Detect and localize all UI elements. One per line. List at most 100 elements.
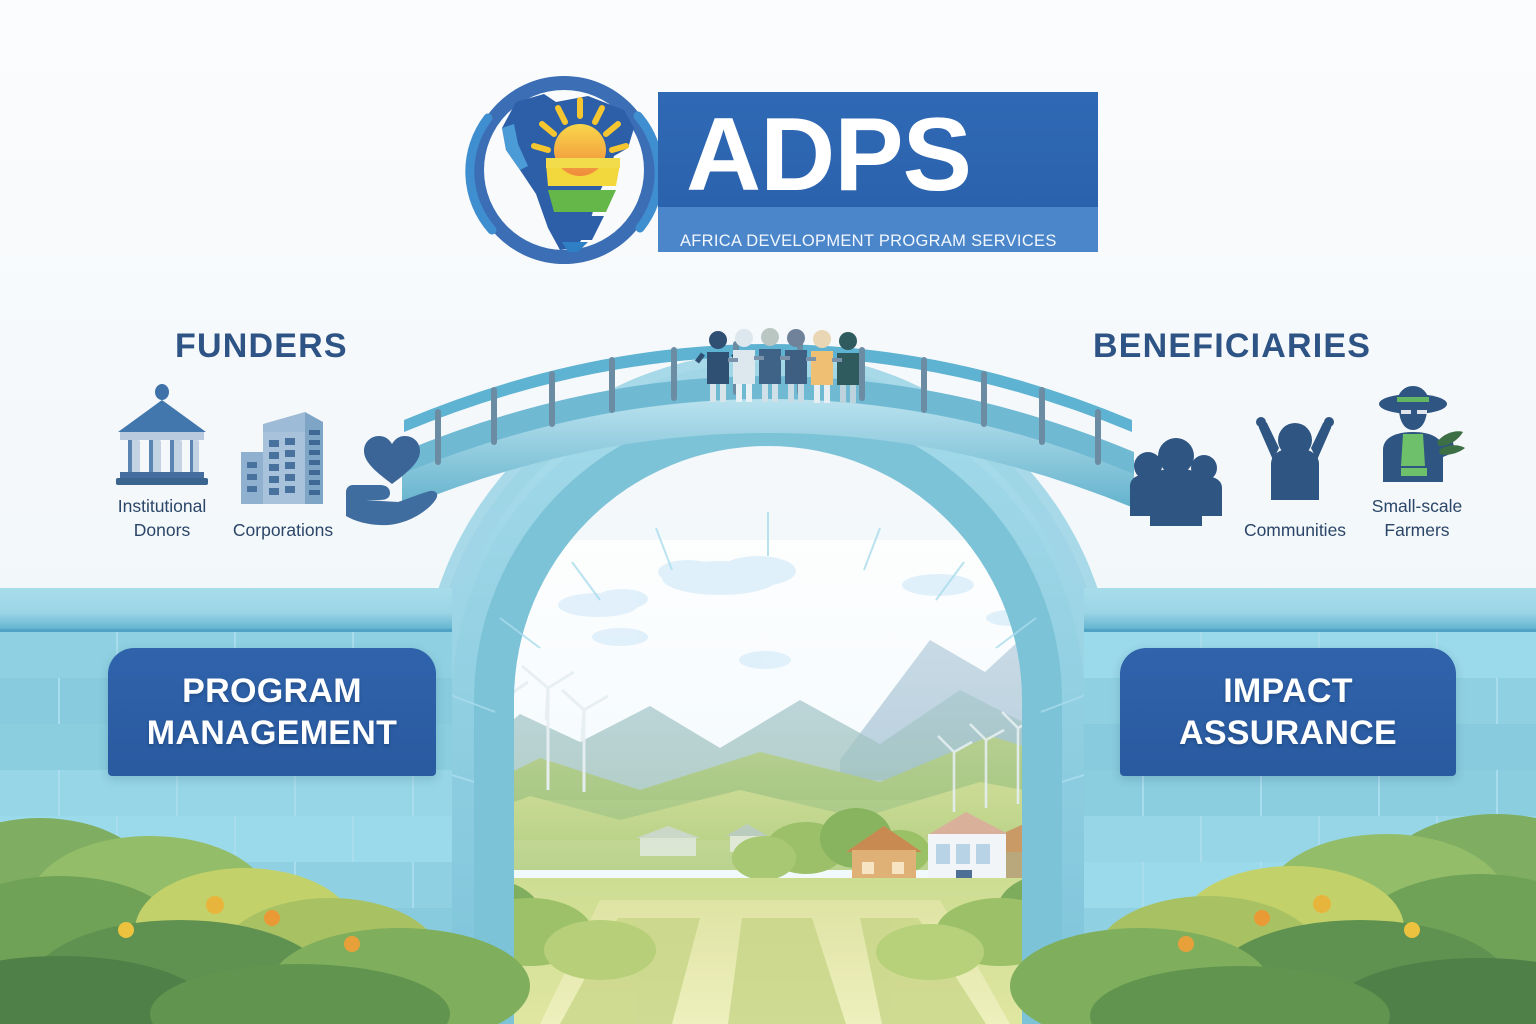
brick bbox=[1320, 816, 1438, 862]
brick bbox=[1262, 954, 1380, 1000]
brick bbox=[178, 770, 296, 816]
beneficiaries-item-farmers[interactable]: Small-scale Farmers bbox=[1356, 382, 1478, 542]
person-6 bbox=[837, 332, 859, 403]
brick bbox=[118, 816, 236, 862]
brick-row bbox=[0, 816, 452, 862]
beneficiaries-icon-row: Communities Small-s bbox=[1118, 382, 1478, 542]
brick bbox=[236, 1000, 354, 1024]
banner-impact-assurance[interactable]: IMPACT ASSURANCE bbox=[1120, 648, 1456, 776]
person-5 bbox=[811, 330, 833, 403]
beneficiaries-label-farmers: Small-scale Farmers bbox=[1371, 496, 1463, 540]
brick bbox=[354, 908, 452, 954]
brick bbox=[60, 862, 178, 908]
logo-badge-panel bbox=[658, 92, 1098, 252]
brick bbox=[178, 862, 296, 908]
brick bbox=[236, 908, 354, 954]
adps-logo[interactable]: ADPS AFRICA DEVELOPMENT PROGRAM SERVICES bbox=[448, 62, 1108, 277]
heart-in-hand-icon bbox=[340, 430, 440, 534]
brick bbox=[1380, 862, 1498, 908]
celebrating-person-icon bbox=[1245, 406, 1345, 510]
group-of-people-icon bbox=[1126, 430, 1226, 534]
brick-row bbox=[1084, 770, 1536, 816]
office-buildings-icon bbox=[233, 406, 333, 510]
brick-row bbox=[1084, 1000, 1536, 1024]
logo-tagline: AFRICA DEVELOPMENT PROGRAM SERVICES bbox=[680, 232, 1057, 250]
logo-wordmark: ADPS bbox=[686, 97, 972, 213]
brick bbox=[1262, 862, 1380, 908]
beneficiaries-heading: BENEFICIARIES bbox=[1093, 327, 1372, 365]
brick bbox=[1144, 862, 1262, 908]
brick bbox=[118, 1000, 236, 1024]
brick bbox=[1438, 908, 1536, 954]
funders-item-corporations[interactable]: Corporations bbox=[228, 406, 338, 542]
brick bbox=[60, 954, 178, 1000]
funders-icon-row: Institutional Donors bbox=[96, 382, 442, 542]
brick-row bbox=[0, 908, 452, 954]
beneficiaries-item-group[interactable] bbox=[1118, 430, 1234, 542]
brick bbox=[0, 1000, 118, 1024]
banner-program-management[interactable]: PROGRAM MANAGEMENT bbox=[108, 648, 436, 776]
brick bbox=[1320, 1000, 1438, 1024]
brick bbox=[1084, 954, 1144, 1000]
brick bbox=[236, 816, 354, 862]
brick-row bbox=[1084, 954, 1536, 1000]
railing-posts bbox=[435, 341, 1101, 465]
brick bbox=[1084, 816, 1202, 862]
brick bbox=[1084, 908, 1202, 954]
brick bbox=[414, 954, 452, 1000]
brick bbox=[1144, 770, 1262, 816]
wall-cap-left bbox=[0, 588, 452, 632]
brick bbox=[1320, 908, 1438, 954]
banner-right-label: IMPACT ASSURANCE bbox=[1178, 672, 1398, 752]
brick-row bbox=[1084, 908, 1536, 954]
linked-hands bbox=[728, 356, 842, 362]
brick bbox=[0, 908, 118, 954]
brick bbox=[1262, 770, 1380, 816]
brick bbox=[1084, 862, 1144, 908]
africa-sunrise-emblem-icon bbox=[465, 75, 664, 264]
funders-item-philanthropy[interactable] bbox=[338, 430, 442, 542]
brick bbox=[354, 1000, 452, 1024]
brick-row bbox=[0, 862, 452, 908]
bridge-deck bbox=[402, 396, 1134, 508]
farmer-with-plant-icon bbox=[1367, 382, 1467, 486]
brick bbox=[0, 954, 60, 1000]
brick-row bbox=[0, 954, 452, 1000]
person-1 bbox=[695, 331, 741, 402]
bank-institution-icon bbox=[112, 382, 212, 486]
brick bbox=[414, 770, 452, 816]
brick bbox=[1144, 954, 1262, 1000]
bridge-deck-top-edge bbox=[402, 376, 1134, 474]
brick bbox=[1498, 770, 1536, 816]
brick bbox=[1438, 816, 1536, 862]
brick bbox=[0, 816, 118, 862]
sunrise-icon bbox=[531, 97, 629, 176]
person-4 bbox=[785, 329, 807, 402]
brick bbox=[0, 724, 118, 770]
brick bbox=[178, 954, 296, 1000]
brick bbox=[1084, 1000, 1202, 1024]
brick-row bbox=[1084, 816, 1536, 862]
brick bbox=[1202, 816, 1320, 862]
beneficiaries-item-communities[interactable]: Communities bbox=[1234, 406, 1356, 542]
brick bbox=[1380, 954, 1498, 1000]
brick bbox=[60, 770, 178, 816]
brick bbox=[0, 678, 60, 724]
brick bbox=[1202, 1000, 1320, 1024]
brick bbox=[1380, 770, 1498, 816]
funders-heading: FUNDERS bbox=[175, 327, 348, 365]
brick bbox=[296, 862, 414, 908]
brick bbox=[354, 816, 452, 862]
person-2 bbox=[733, 329, 755, 402]
brick bbox=[118, 908, 236, 954]
brick bbox=[1498, 954, 1536, 1000]
people-on-bridge bbox=[695, 328, 859, 403]
brick bbox=[1084, 770, 1144, 816]
funders-item-institutional-donors[interactable]: Institutional Donors bbox=[96, 382, 228, 542]
brick bbox=[1438, 1000, 1536, 1024]
beneficiaries-label-communities: Communities bbox=[1243, 520, 1347, 540]
banner-left-label: PROGRAM MANAGEMENT bbox=[146, 672, 398, 752]
brick bbox=[0, 770, 60, 816]
